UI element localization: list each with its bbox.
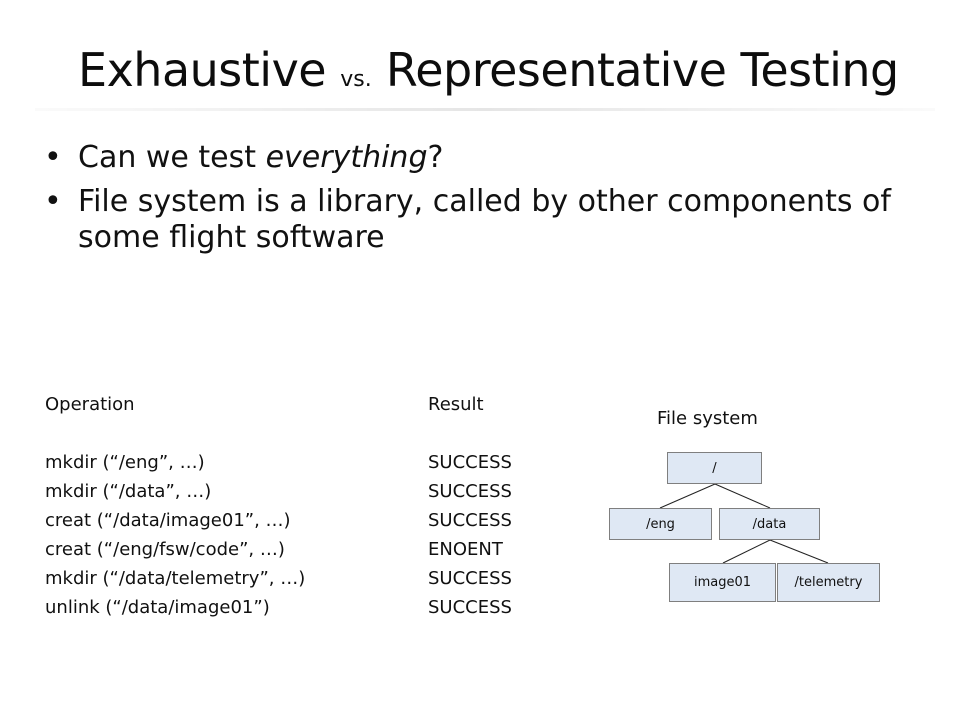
result-cell: SUCCESS bbox=[428, 481, 512, 502]
bullet-text-emphasis: everything bbox=[265, 140, 428, 175]
tree-node-eng: /eng bbox=[609, 508, 712, 540]
tree-node-label: /data bbox=[752, 516, 787, 532]
file-system-title: File system bbox=[657, 408, 758, 429]
tree-node-image01: image01 bbox=[669, 563, 776, 602]
operation-cell: mkdir (“/data”, …) bbox=[45, 481, 212, 502]
bullet-item: • Can we test everything? bbox=[44, 140, 924, 176]
result-column-header: Result bbox=[428, 394, 484, 415]
bullet-list: • Can we test everything? • File system … bbox=[44, 140, 924, 264]
result-cell: SUCCESS bbox=[428, 597, 512, 618]
edge-data-telemetry bbox=[769, 539, 829, 564]
bullet-dot-icon: • bbox=[44, 184, 62, 219]
operation-row: creat (“/data/image01”, …) SUCCESS bbox=[45, 506, 545, 535]
tree-node-label: /eng bbox=[646, 516, 675, 532]
tree-node-label: /telemetry bbox=[794, 575, 863, 590]
operation-row: mkdir (“/data/telemetry”, …) SUCCESS bbox=[45, 564, 545, 593]
tree-node-data: /data bbox=[719, 508, 820, 540]
bullet-text: File system is a library, called by othe… bbox=[78, 184, 891, 255]
tree-node-root: / bbox=[667, 452, 762, 484]
tree-node-label: / bbox=[712, 460, 717, 476]
operation-row: mkdir (“/data”, …) SUCCESS bbox=[45, 477, 545, 506]
edge-data-image01 bbox=[722, 539, 771, 564]
title-part1: Exhaustive bbox=[78, 43, 341, 97]
operations-header-row: Operation Result bbox=[45, 390, 545, 419]
bullet-text-post: ? bbox=[427, 140, 444, 175]
edge-root-eng bbox=[659, 483, 716, 509]
bullet-dot-icon: • bbox=[44, 140, 62, 175]
operation-row: mkdir (“/eng”, …) SUCCESS bbox=[45, 448, 545, 477]
edge-root-data bbox=[714, 483, 771, 509]
result-cell: ENOENT bbox=[428, 539, 503, 560]
slide-title: Exhaustive vs. Representative Testing bbox=[78, 40, 899, 110]
operations-table: Operation Result mkdir (“/eng”, …) SUCCE… bbox=[45, 390, 545, 622]
bullet-item: • File system is a library, called by ot… bbox=[44, 184, 924, 256]
tree-node-telemetry: /telemetry bbox=[777, 563, 880, 602]
title-divider bbox=[35, 108, 935, 111]
operation-cell: mkdir (“/eng”, …) bbox=[45, 452, 205, 473]
operation-row: creat (“/eng/fsw/code”, …) ENOENT bbox=[45, 535, 545, 564]
title-vs: vs. bbox=[340, 67, 372, 92]
result-cell: SUCCESS bbox=[428, 510, 512, 531]
title-part2: Representative Testing bbox=[371, 43, 899, 97]
operation-cell: mkdir (“/data/telemetry”, …) bbox=[45, 568, 306, 589]
operation-cell: creat (“/eng/fsw/code”, …) bbox=[45, 539, 285, 560]
operation-cell: unlink (“/data/image01”) bbox=[45, 597, 270, 618]
tree-node-label: image01 bbox=[693, 575, 752, 590]
operation-cell: creat (“/data/image01”, …) bbox=[45, 510, 291, 531]
operation-column-header: Operation bbox=[45, 394, 135, 415]
operation-row: unlink (“/data/image01”) SUCCESS bbox=[45, 593, 545, 622]
bullet-text-pre: Can we test bbox=[78, 140, 266, 175]
result-cell: SUCCESS bbox=[428, 452, 512, 473]
result-cell: SUCCESS bbox=[428, 568, 512, 589]
